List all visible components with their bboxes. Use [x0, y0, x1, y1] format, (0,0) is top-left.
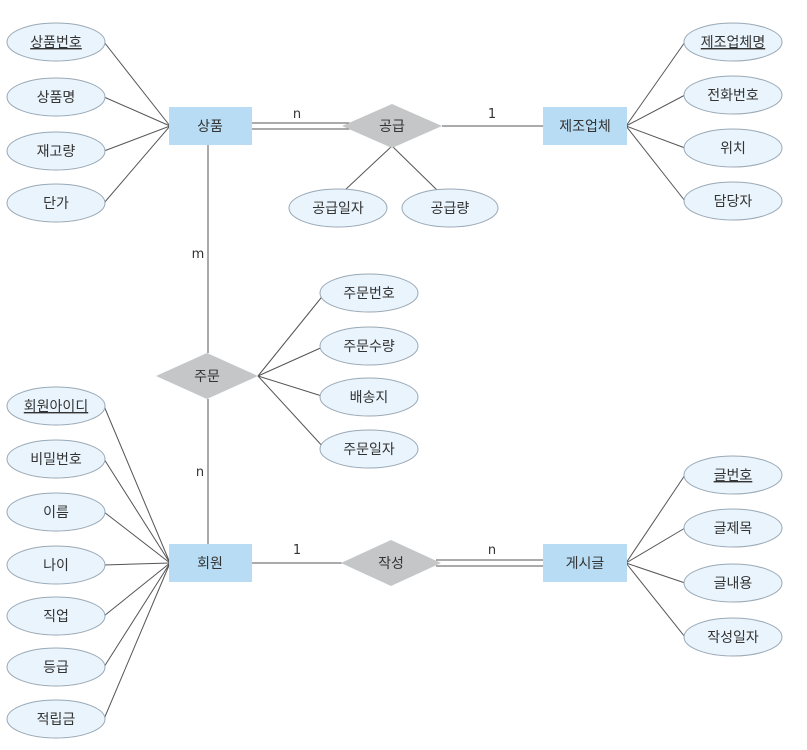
attribute-label: 상품번호: [30, 35, 82, 51]
attribute-label: 배송지: [350, 390, 389, 406]
attributes-manufacturer: 제조업체명 전화번호 위치 담당자: [683, 22, 783, 221]
attribute-label: 주문일자: [343, 442, 395, 458]
cardinality-product-supply: n: [293, 107, 301, 122]
attribute-label: 전화번호: [707, 88, 759, 104]
relationship-order: 주문: [156, 353, 258, 399]
attribute-label: 회원아이디: [24, 399, 88, 415]
entity-label: 상품: [197, 119, 223, 135]
attributes-order: 주문번호 주문수량 배송지 주문일자: [319, 273, 419, 469]
attribute-label: 등급: [43, 660, 69, 676]
relationship-label: 주문: [194, 369, 220, 385]
attribute-label: 공급일자: [312, 201, 364, 217]
edge-order-attr: [257, 375, 326, 450]
cardinality-labels: n 1 m n 1 n: [192, 107, 496, 558]
edge-member-attr: [103, 458, 171, 564]
edge-product-attr: [103, 96, 171, 127]
entity-label: 제조업체: [559, 119, 611, 135]
edge-order-attr: [257, 345, 326, 377]
connector-lines: [103, 41, 686, 720]
attributes-post: 글번호 글제목 글내용 작성일자: [683, 455, 783, 657]
attribute-label: 글번호: [714, 468, 753, 484]
edge-member-attr: [103, 405, 171, 564]
edge-post-attr: [625, 562, 686, 584]
relationship-label: 작성: [378, 556, 404, 572]
edge-member-attr: [103, 562, 171, 566]
attribute-label: 적립금: [37, 712, 76, 728]
attribute-label: 직업: [43, 609, 69, 625]
attribute-label: 상품명: [37, 90, 76, 106]
cardinality-member-write: 1: [293, 543, 301, 558]
edge-member-attr: [103, 562, 171, 617]
entity-post: 게시글: [543, 544, 627, 582]
edge-member-attr: [103, 562, 171, 668]
entity-member: 회원: [169, 544, 252, 582]
cardinality-write-post: n: [488, 543, 496, 558]
edge-post-attr: [625, 474, 686, 564]
cardinality-product-order: m: [192, 247, 205, 262]
edge-order-attr: [257, 292, 326, 377]
attribute-label: 재고량: [37, 144, 76, 160]
attribute-label: 제조업체명: [701, 35, 765, 51]
edge-order-attr: [257, 375, 326, 398]
cardinality-supply-manufacturer: 1: [488, 107, 496, 122]
attribute-label: 주문번호: [343, 286, 395, 302]
attributes-member: 회원아이디 비밀번호 이름 나이 직업 등급 적립금: [6, 386, 106, 739]
attribute-label: 위치: [720, 141, 746, 157]
edge-product-attr: [103, 125, 171, 204]
attribute-label: 나이: [43, 558, 69, 574]
attribute-label: 담당자: [714, 194, 753, 210]
edge-post-attr: [625, 527, 686, 564]
edge-supply-attr: [344, 145, 393, 191]
relationship-supply: 공급: [342, 104, 442, 148]
attribute-label: 비밀번호: [30, 452, 82, 468]
attribute-label: 공급량: [431, 201, 470, 217]
cardinality-order-member: n: [196, 465, 204, 480]
edge-manufacturer-attr: [625, 125, 686, 202]
edge-product-attr: [103, 41, 171, 127]
attribute-label: 글제목: [714, 521, 753, 537]
edge-manufacturer-attr: [625, 94, 686, 127]
entity-manufacturer: 제조업체: [543, 107, 627, 145]
edge-member-attr: [103, 511, 171, 564]
attribute-label: 작성일자: [707, 630, 759, 646]
attribute-label: 글내용: [714, 576, 753, 592]
edge-manufacturer-attr: [625, 41, 686, 127]
attributes-product: 상품번호 상품명 재고량 단가: [6, 22, 106, 223]
edge-supply-attr: [391, 145, 438, 191]
attribute-label: 주문수량: [343, 339, 395, 355]
relationship-write: 작성: [341, 540, 441, 586]
entity-label: 게시글: [566, 556, 605, 572]
entity-product: 상품: [169, 107, 252, 145]
entity-label: 회원: [197, 556, 223, 572]
attribute-label: 단가: [43, 196, 69, 212]
attribute-label: 이름: [43, 505, 69, 521]
edge-product-attr: [103, 125, 171, 152]
edge-post-attr: [625, 562, 686, 638]
edge-member-attr: [103, 562, 171, 720]
relationship-label: 공급: [379, 119, 405, 135]
edge-manufacturer-attr: [625, 125, 686, 149]
attributes-supply: 공급일자 공급량: [288, 188, 499, 228]
